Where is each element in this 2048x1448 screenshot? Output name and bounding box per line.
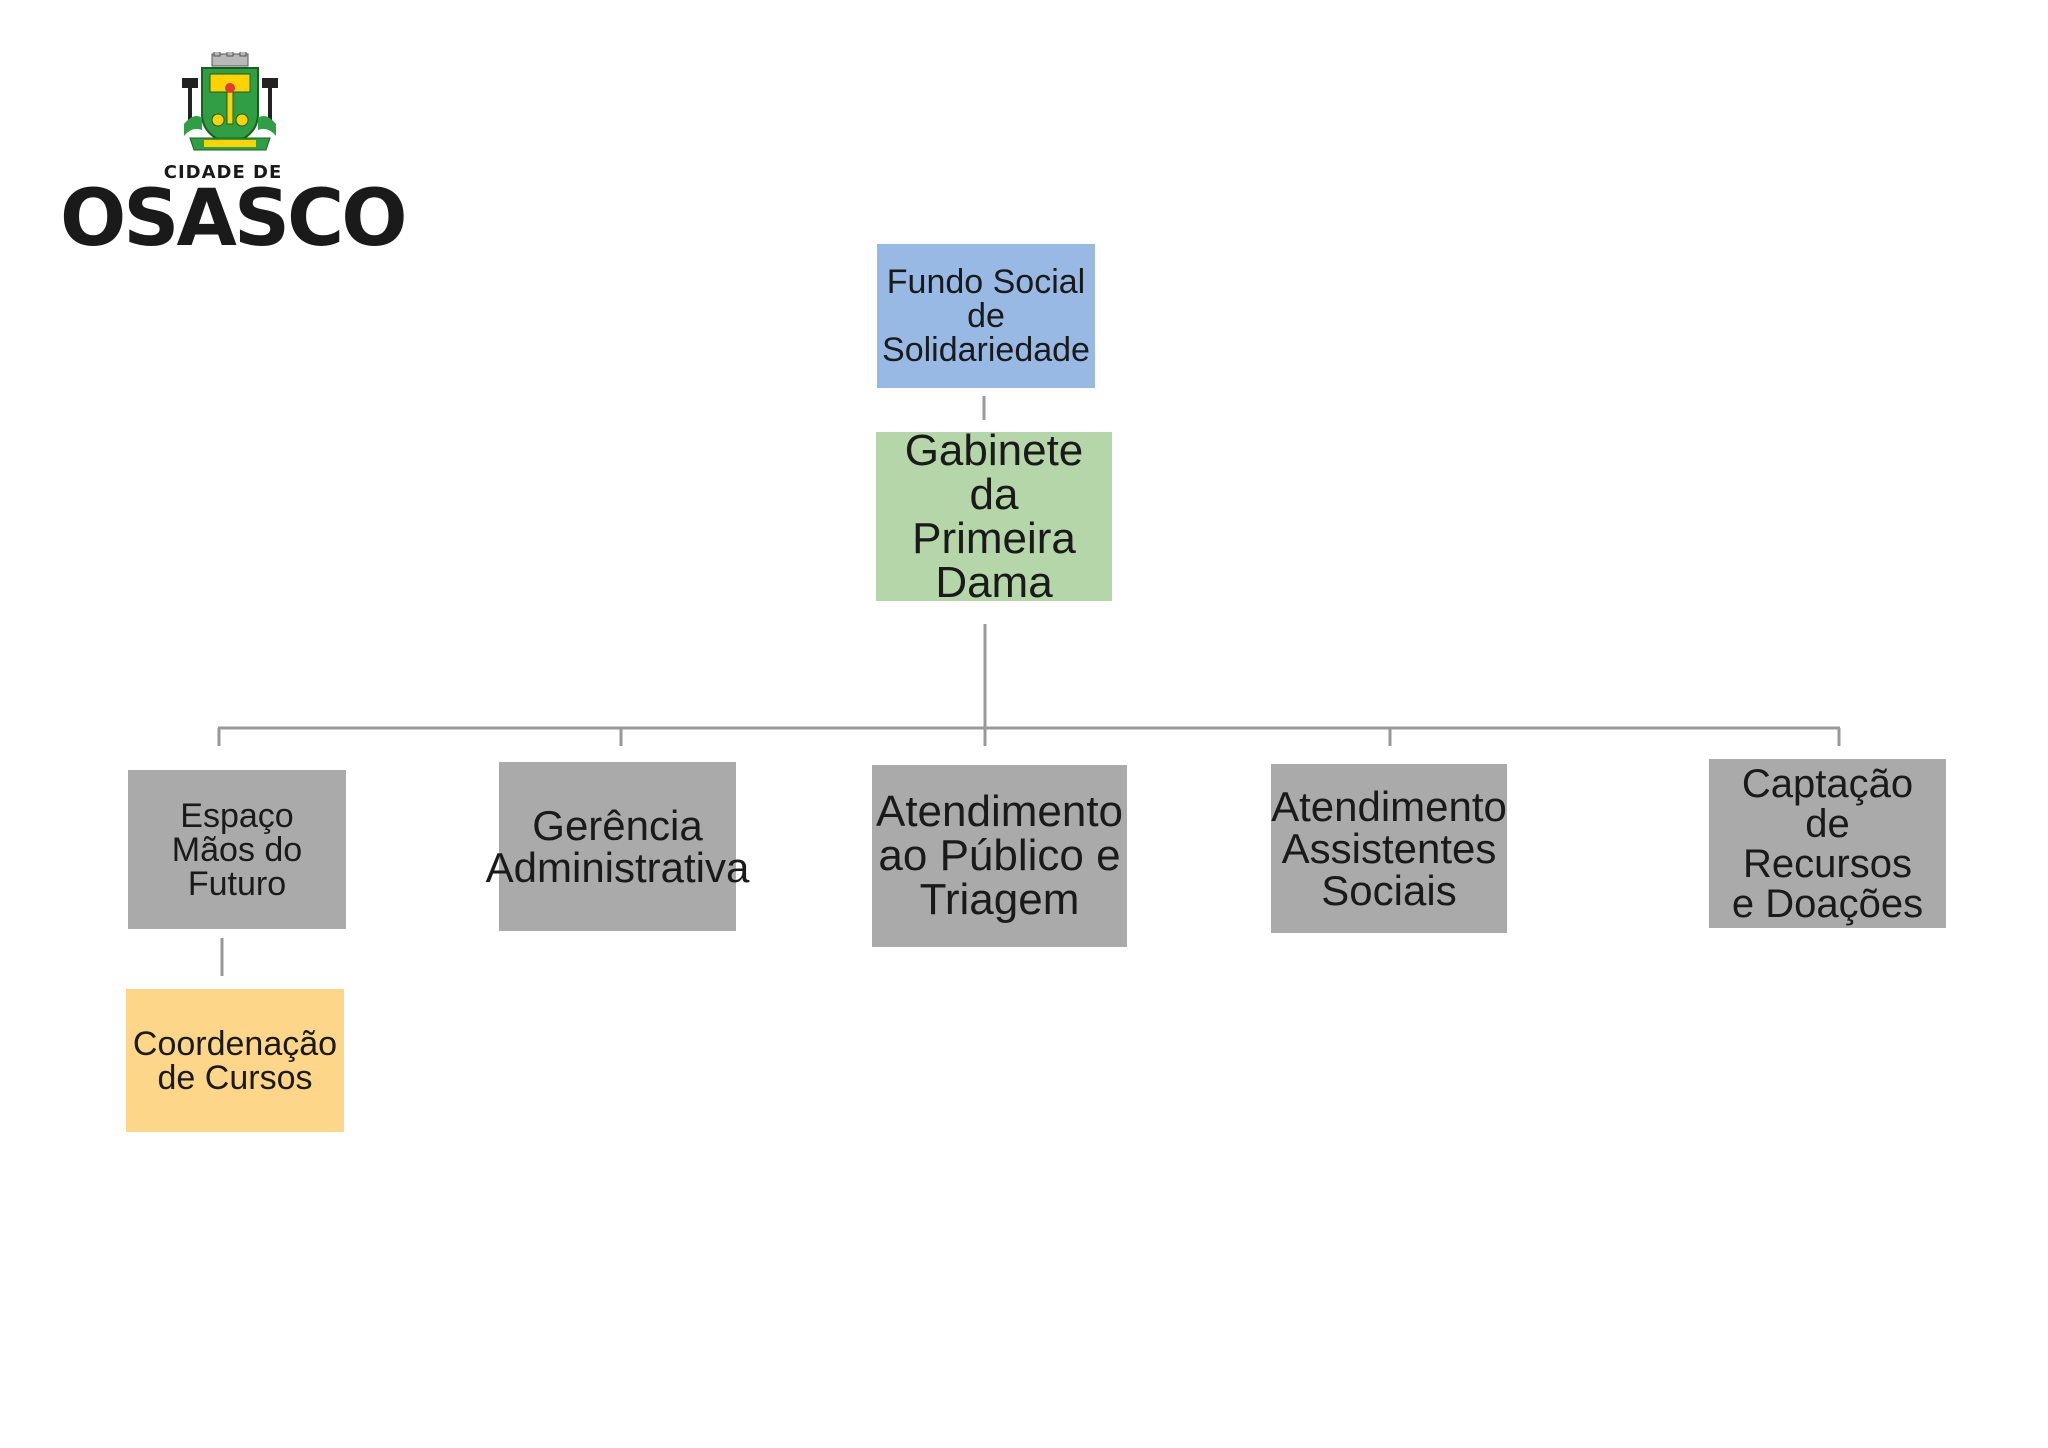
- node-gabinete-label: Gabinete da Primeira Dama: [904, 425, 1084, 607]
- city-prefix: CIDADE DE: [163, 162, 283, 183]
- city-logo: CIDADE DE OSASCO: [60, 52, 408, 264]
- node-captacao: Captação de Recursos e Doações: [1709, 759, 1946, 928]
- node-gabinete: Gabinete da Primeira Dama: [876, 428, 1112, 604]
- node-gerencia-label: Gerência Administrativa: [485, 801, 750, 891]
- node-fundo-social: Fundo Social de Solidariedade: [877, 244, 1095, 388]
- coat-of-arms-icon: [182, 52, 278, 151]
- node-captacao-label: Captação de Recursos e Doações: [1731, 761, 1924, 926]
- node-espaco-maos-label: Espaço Mãos do Futuro: [171, 796, 303, 903]
- node-gerencia: Gerência Administrativa: [486, 762, 749, 931]
- node-atendimento-sociais-label: Atendimento Assistentes Sociais: [1271, 782, 1507, 914]
- node-coordenacao: Coordenação de Cursos: [126, 989, 344, 1132]
- city-name: OSASCO: [60, 174, 408, 264]
- node-atendimento-publico: Atendimento ao Público e Triagem: [872, 765, 1127, 947]
- node-coordenacao-label: Coordenação de Cursos: [132, 1024, 338, 1097]
- node-atendimento-sociais: Atendimento Assistentes Sociais: [1271, 764, 1507, 933]
- node-atendimento-publico-label: Atendimento ao Público e Triagem: [875, 787, 1124, 924]
- node-fundo-social-label: Fundo Social de Solidariedade: [882, 263, 1090, 369]
- node-espaco-maos: Espaço Mãos do Futuro: [128, 770, 346, 929]
